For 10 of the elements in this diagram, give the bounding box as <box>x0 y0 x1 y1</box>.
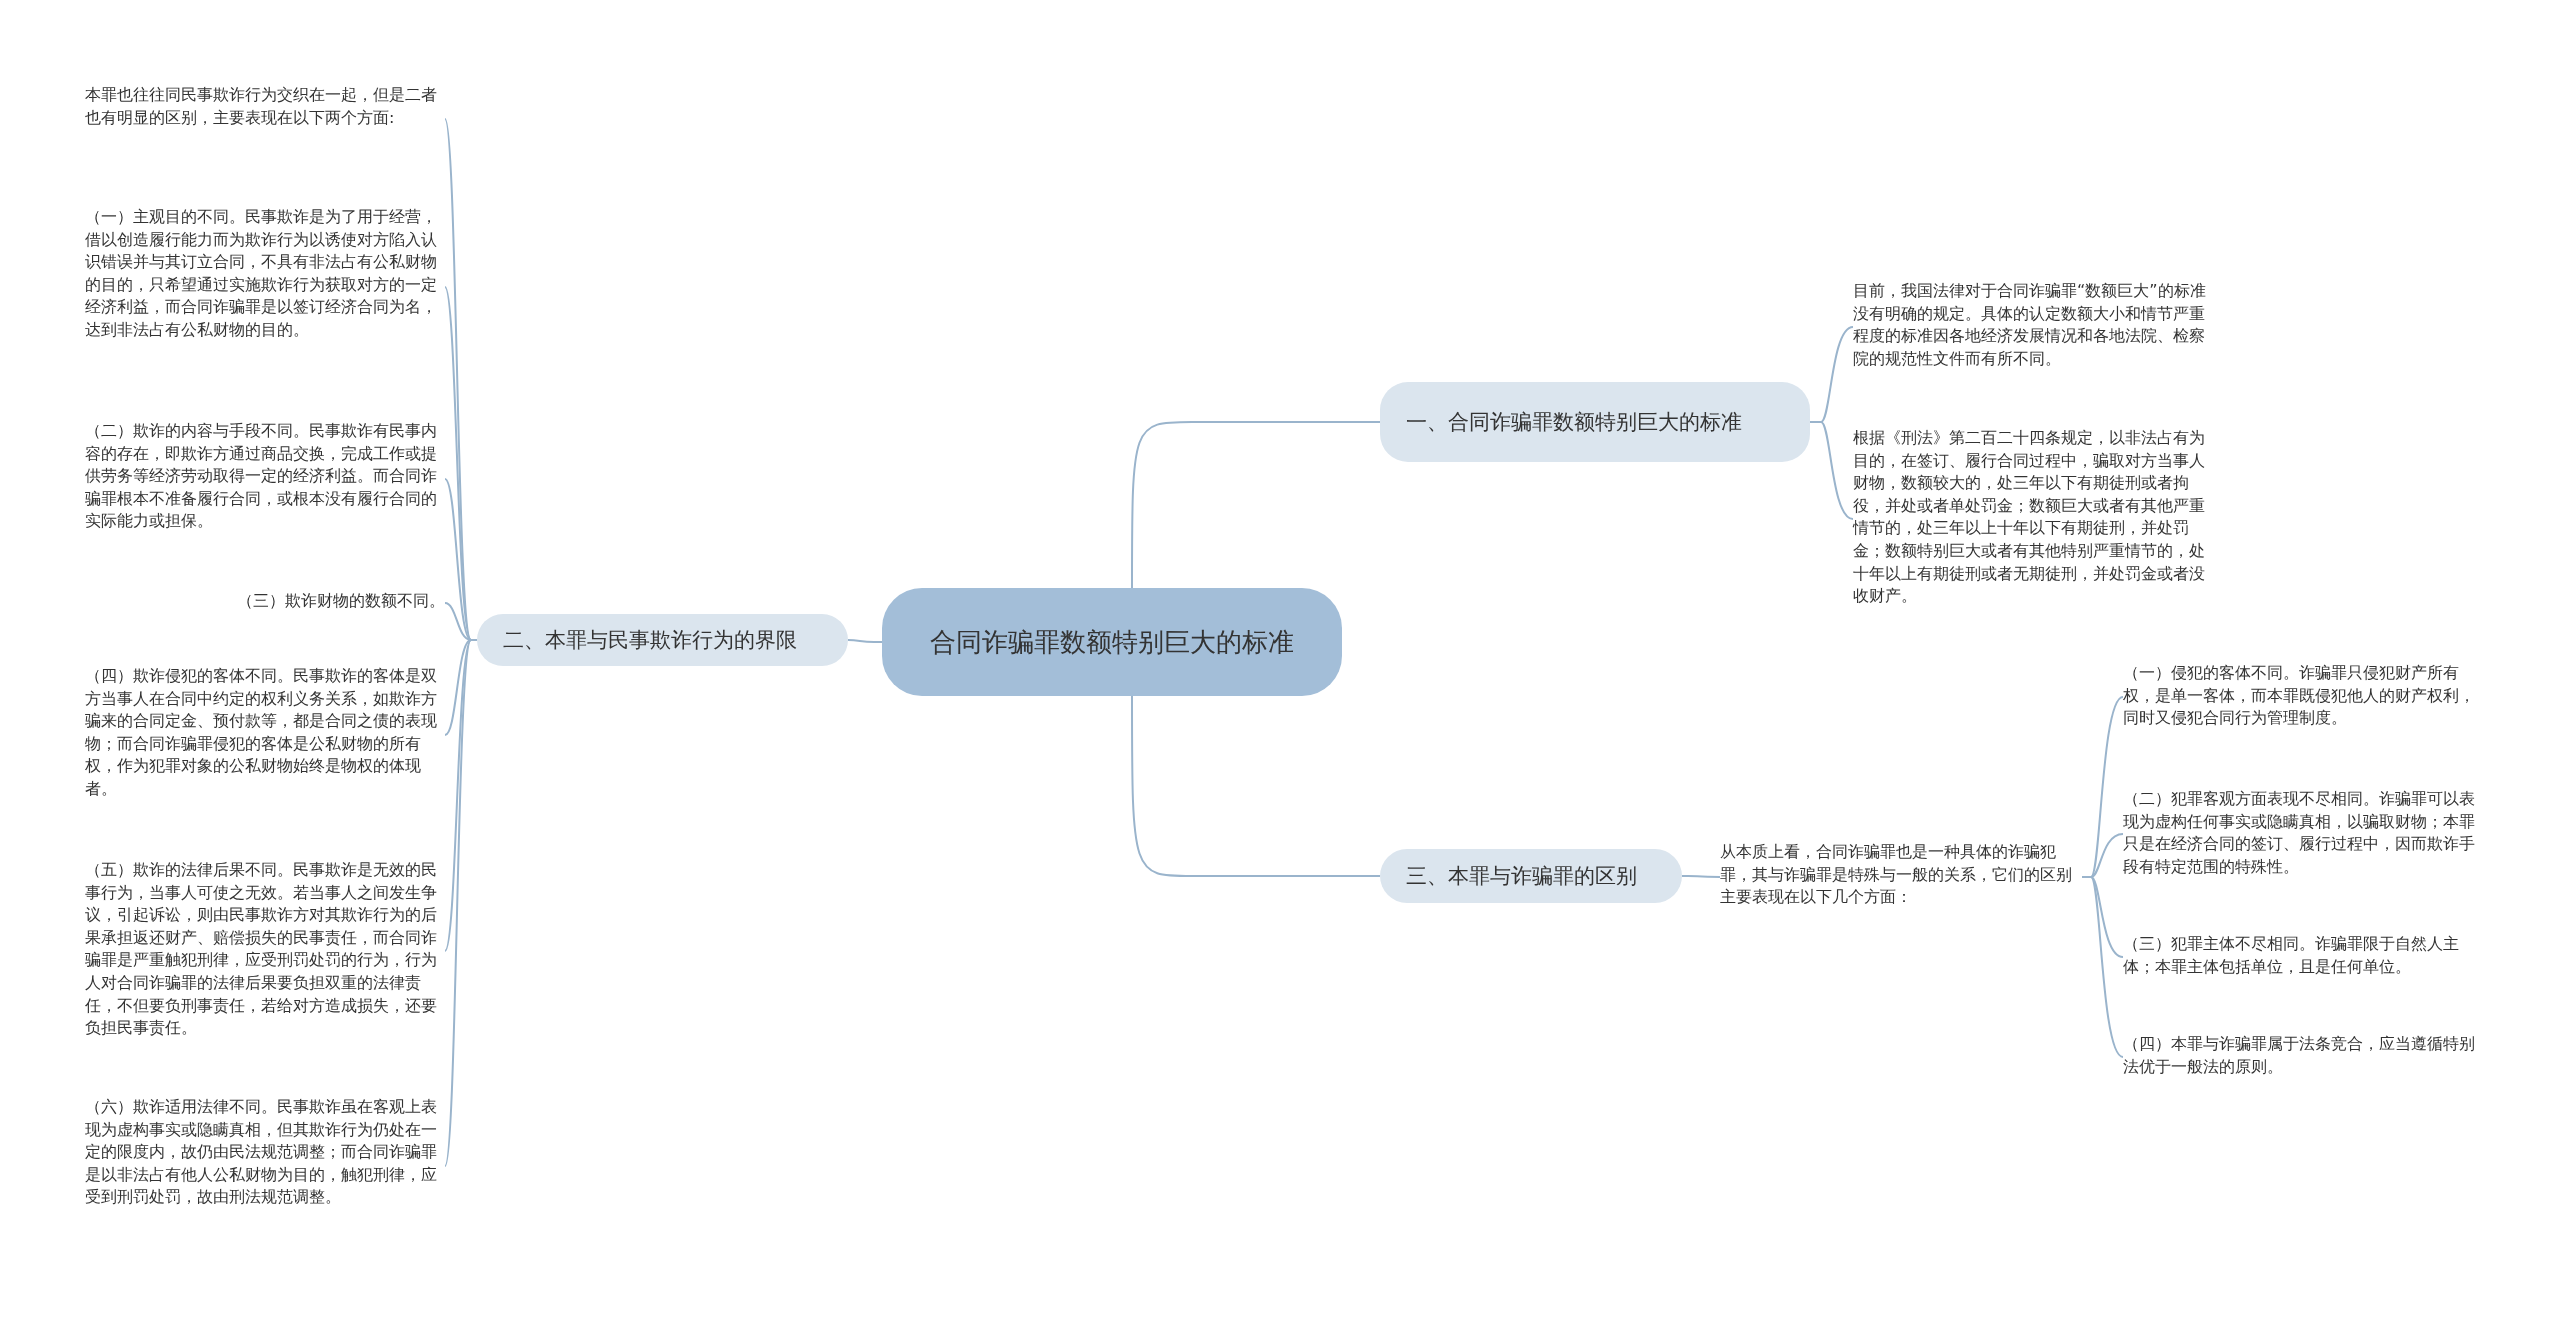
connector-line <box>2081 876 2124 1058</box>
central-topic: 合同诈骗罪数额特别巨大的标准 <box>882 588 1342 696</box>
connector-line <box>1131 695 1381 877</box>
connector-line <box>1809 421 1854 520</box>
branch-topic: 一、合同诈骗罪数额特别巨大的标准 <box>1380 382 1810 462</box>
branch-topic: 二、本罪与民事欺诈行为的界限 <box>477 614 848 666</box>
connector-line <box>847 639 883 643</box>
branch-topic: 三、本罪与诈骗罪的区别 <box>1380 849 1682 903</box>
connector-line <box>1681 875 1721 878</box>
connector-line <box>1131 421 1381 589</box>
